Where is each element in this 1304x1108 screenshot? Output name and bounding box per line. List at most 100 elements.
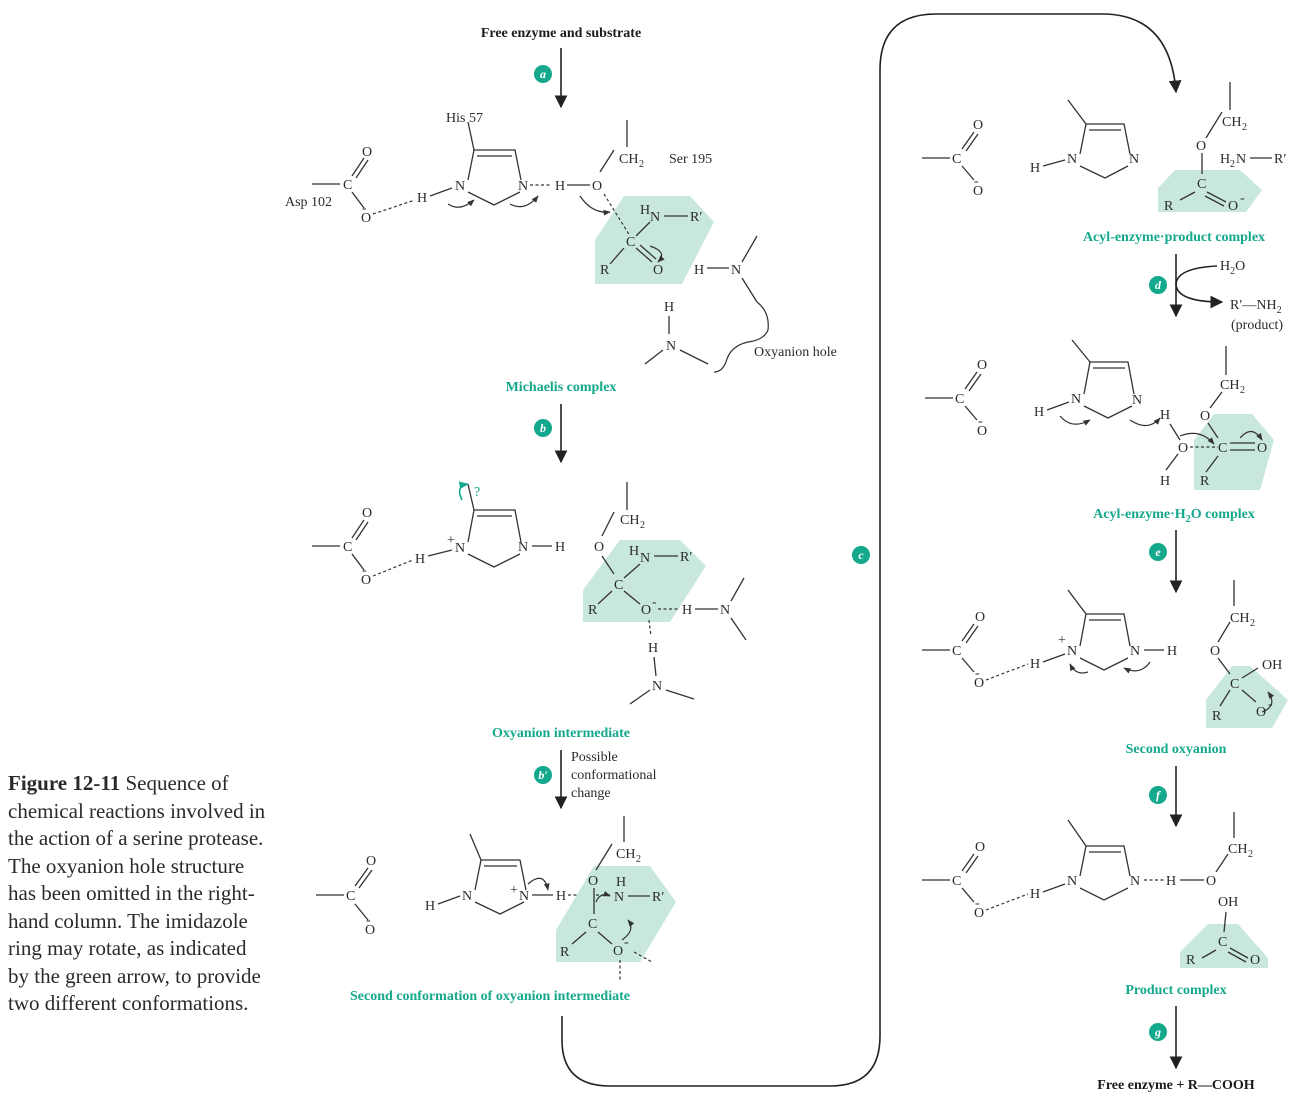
svg-text:N: N: [720, 603, 730, 618]
svg-text:R: R: [1164, 199, 1174, 214]
svg-text:H: H: [1220, 152, 1230, 167]
svg-text:N: N: [666, 339, 676, 354]
svg-text:R′: R′: [1274, 152, 1286, 167]
svg-text:H: H: [682, 603, 692, 618]
svg-text:O: O: [974, 906, 984, 921]
svg-text:2: 2: [640, 520, 645, 531]
svg-text:C: C: [1197, 177, 1206, 192]
svg-text:+: +: [510, 883, 518, 898]
svg-text:a: a: [540, 67, 546, 81]
svg-text:+: +: [447, 533, 455, 548]
water-in-label: H2O: [1220, 259, 1245, 277]
svg-text:CH: CH: [1228, 842, 1247, 857]
svg-text:O: O: [361, 211, 371, 226]
svg-text:C: C: [614, 578, 623, 593]
acyl-h2o-label: Acyl-enzyme·H2O complex: [1093, 507, 1255, 525]
svg-text:-: -: [624, 935, 629, 950]
svg-text:C: C: [952, 644, 961, 659]
svg-text:N: N: [518, 179, 528, 194]
svg-text:b′: b′: [538, 768, 547, 782]
svg-text:O: O: [975, 840, 985, 855]
his57-label: His 57: [446, 111, 483, 126]
svg-text:R: R: [560, 945, 570, 960]
svg-text:N: N: [455, 541, 465, 556]
step-f-badge: f: [1149, 786, 1167, 804]
svg-text:N: N: [1071, 392, 1081, 407]
svg-text:N: N: [1236, 152, 1246, 167]
michaelis-complex-label: Michaelis complex: [506, 380, 617, 395]
water-in-product-out-arrow: [1175, 265, 1224, 309]
svg-text:CH: CH: [619, 152, 638, 167]
acyl-h2o-structure: C O O - H N N H O H O CH 2 C O R: [925, 339, 1274, 490]
svg-text:-: -: [974, 174, 979, 189]
svg-text:H: H: [694, 263, 704, 278]
svg-text:CH: CH: [616, 847, 635, 862]
michaelis-complex-structure: His 57 Ser 195 Asp 102 C O O - H N N H O…: [285, 111, 837, 373]
rotation-question-mark: ?: [474, 485, 480, 500]
svg-text:CH: CH: [620, 513, 639, 528]
svg-text:H: H: [417, 191, 427, 206]
svg-text:O: O: [588, 874, 598, 889]
oxyanion-intermediate-label: Oxyanion intermediate: [492, 726, 630, 741]
start-heading: Free enzyme and substrate: [481, 26, 641, 41]
svg-text:R′: R′: [690, 210, 702, 225]
oxyanion-intermediate-structure: C O O - H + N N H ? O CH 2 H N R′ C R: [312, 481, 747, 705]
svg-text:H: H: [629, 544, 639, 559]
caption-text: Sequence of chemical reactions involved …: [8, 771, 266, 1015]
svg-text:e: e: [1155, 545, 1161, 559]
svg-text:-: -: [362, 563, 367, 578]
svg-text:O: O: [594, 540, 604, 555]
svg-text:O: O: [1206, 874, 1216, 889]
svg-text:N: N: [1130, 644, 1140, 659]
svg-text:2: 2: [1230, 159, 1235, 170]
svg-text:OH: OH: [1262, 658, 1282, 673]
svg-text:O: O: [361, 573, 371, 588]
svg-text:C: C: [346, 889, 355, 904]
svg-text:O: O: [1256, 705, 1266, 720]
svg-text:f: f: [1156, 788, 1161, 802]
svg-text:N: N: [1130, 874, 1140, 889]
svg-text:N: N: [518, 540, 528, 555]
svg-text:C: C: [626, 235, 635, 250]
svg-text:b: b: [540, 421, 546, 435]
product-note: (product): [1231, 318, 1283, 333]
second-oxyanion-structure: C O O - H + N N H O CH 2 C OH R O -: [922, 580, 1288, 728]
svg-text:N: N: [1067, 874, 1077, 889]
svg-text:H: H: [555, 179, 565, 194]
svg-text:N: N: [1067, 152, 1077, 167]
svg-text:2: 2: [1242, 122, 1247, 133]
svg-text:H: H: [1030, 657, 1040, 672]
svg-text:C: C: [343, 540, 352, 555]
svg-text:+: +: [1058, 633, 1066, 648]
svg-text:H: H: [415, 552, 425, 567]
svg-text:H: H: [664, 300, 674, 315]
asp102-label: Asp 102: [285, 195, 332, 210]
svg-text:d: d: [1155, 278, 1162, 292]
svg-text:N: N: [650, 210, 660, 225]
svg-text:O: O: [1200, 409, 1210, 424]
svg-text:O: O: [365, 923, 375, 938]
svg-text:R: R: [1212, 709, 1222, 724]
svg-text:CH: CH: [1220, 378, 1239, 393]
svg-text:H: H: [1034, 405, 1044, 420]
svg-text:-: -: [1240, 191, 1245, 206]
svg-text:C: C: [588, 917, 597, 932]
svg-text:O: O: [1257, 441, 1267, 456]
end-heading: Free enzyme + R—COOH: [1097, 1078, 1255, 1093]
svg-text:H: H: [1167, 644, 1177, 659]
svg-text:2: 2: [1250, 618, 1255, 629]
conformational-note-1: Possible: [571, 750, 618, 765]
svg-text:-: -: [362, 201, 367, 216]
step-g-badge: g: [1149, 1023, 1167, 1041]
svg-text:O: O: [973, 184, 983, 199]
svg-text:R: R: [1186, 953, 1196, 968]
svg-text:R: R: [600, 263, 610, 278]
svg-text:-: -: [1268, 697, 1273, 712]
acyl-product-label: Acyl-enzyme·product complex: [1083, 230, 1265, 245]
conformational-note-3: change: [571, 786, 611, 801]
svg-text:C: C: [1218, 935, 1227, 950]
acyl-product-structure: C O O - H N N O CH 2 C R O - H 2 N R′: [922, 82, 1286, 214]
svg-text:H: H: [425, 899, 435, 914]
product-complex-label: Product complex: [1125, 983, 1226, 998]
svg-text:R: R: [588, 603, 598, 618]
